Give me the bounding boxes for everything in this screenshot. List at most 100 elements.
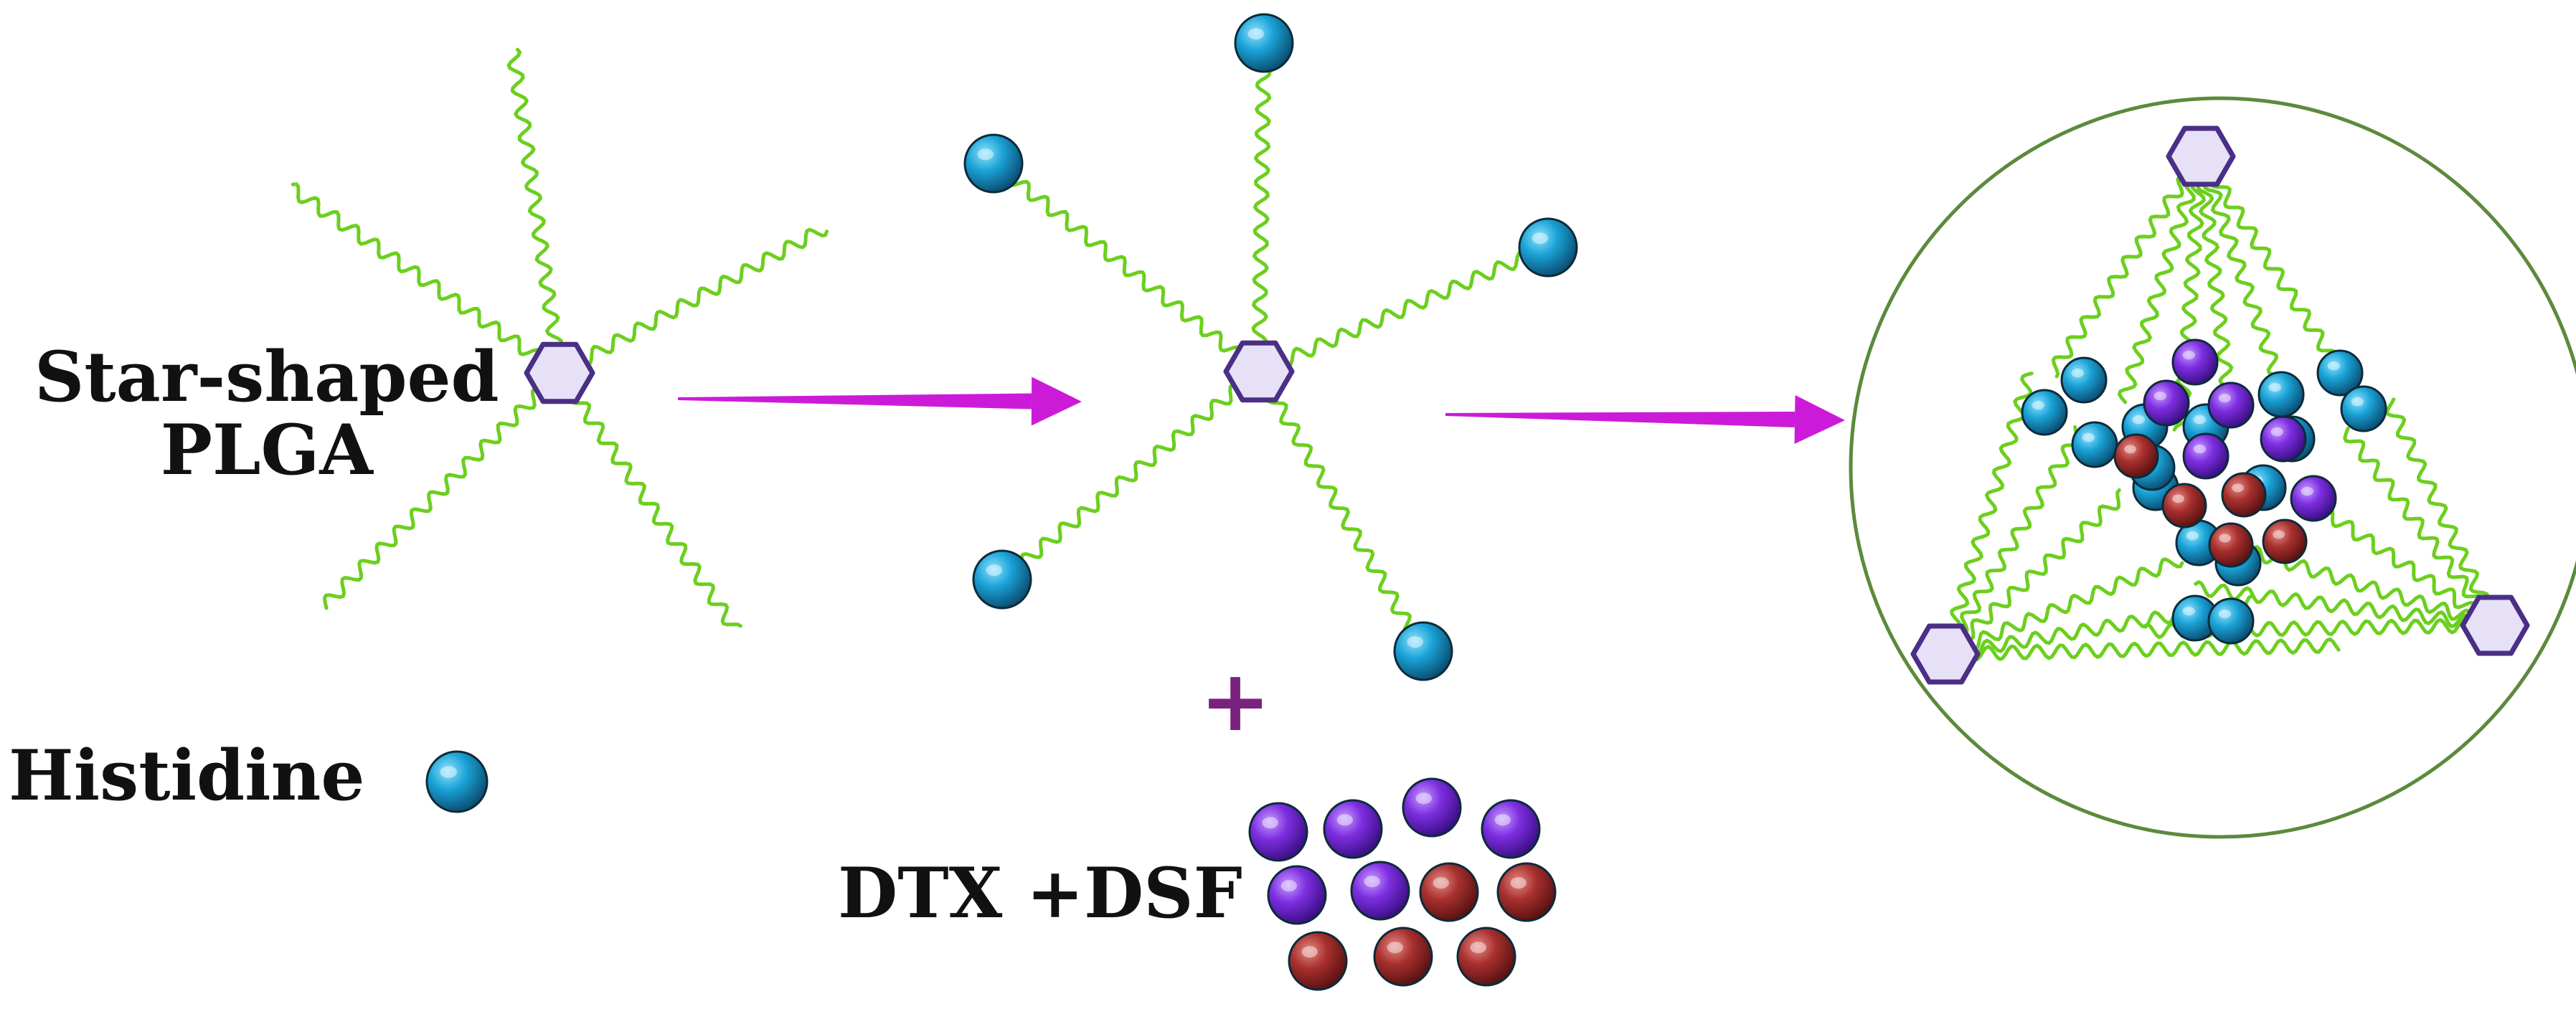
star-label-line1: Star-shaped (34, 336, 499, 417)
micelle-dtx-3-shine (2218, 393, 2232, 403)
micelle-chain-16 (2194, 580, 2497, 632)
polymer-chains (291, 41, 2501, 663)
micelle-histidine-9-shine (2327, 361, 2341, 371)
micelle-histidine-7-body (2257, 371, 2305, 418)
micelle-chain-11 (1943, 371, 2034, 656)
micelle-histidine-2-shine (2071, 368, 2085, 378)
dtx-particle-5-body (1267, 865, 1327, 925)
plus-sign-glyph: + (1200, 651, 1271, 750)
micelle-dsf-1 (2113, 433, 2159, 479)
micelle-histidine-7 (2257, 371, 2305, 418)
dtx-particle-3-body (1402, 777, 1462, 838)
micelle-histidine-3-body (2071, 421, 2118, 468)
micelle-core-left (1910, 623, 1981, 685)
plus-sign: + (1200, 651, 1271, 750)
micelle-dtx-1-body (2171, 338, 2219, 386)
particles (425, 13, 2387, 991)
arrow-to-conjugate-head (1031, 376, 1082, 426)
micelle-dsf-4-body (2208, 522, 2254, 568)
dtx-particle-1-shine (1262, 817, 1279, 829)
micelle-chain-3 (2193, 154, 2239, 421)
conjugate-histidine-5-body (1393, 621, 1453, 681)
plga-arm-2 (291, 182, 562, 375)
micelle-chain-5 (2051, 154, 2203, 379)
histidine-legend-ball-shine (440, 766, 457, 778)
dsf-particle-4 (1373, 927, 1433, 987)
dtx-particle-6-shine (1364, 876, 1381, 888)
micelle-dtx-3 (2207, 382, 2255, 429)
drug-label: DTX +DSF (838, 853, 1242, 934)
conjugate-arm-1 (1251, 41, 1273, 374)
micelle-chain-13 (2343, 427, 2499, 627)
micelle-histidine-1 (2021, 389, 2068, 436)
conjugate-histidine-3-shine (1532, 232, 1548, 245)
micelle-histidine-3 (2071, 421, 2118, 468)
micelle-chain-14 (2310, 496, 2497, 627)
conjugate-arm-3 (1257, 241, 1549, 377)
conjugate-histidine-1-body (1234, 13, 1294, 73)
micelle-dtx-5 (2260, 415, 2307, 463)
micelle-chain-9 (1943, 557, 2184, 660)
dsf-particle-2-shine (1510, 877, 1527, 889)
micelle-histidine-9 (2316, 349, 2364, 397)
conjugate-histidine-2 (963, 133, 1024, 194)
dtx-particle-5 (1267, 865, 1327, 925)
dsf-particle-3-body (1288, 931, 1348, 991)
dtx-particle-5-shine (1280, 880, 1298, 892)
dsf-particle-2 (1496, 862, 1557, 922)
micelle-chain-12 (1943, 637, 2341, 663)
micelle-dsf-2-body (2161, 483, 2207, 529)
dtx-particle-4 (1481, 799, 1541, 859)
micelle-histidine-3-shine (2082, 432, 2095, 442)
conjugate-histidine-5-shine (1407, 636, 1424, 648)
conjugate-histidine-1-shine (1247, 28, 1265, 40)
micelle-dtx-1-shine (2182, 350, 2196, 360)
micelle-dtx-4-body (2182, 432, 2230, 480)
micelle-dsf-1-shine (2124, 445, 2137, 454)
micelle-histidine-9-body (2316, 349, 2364, 397)
micelle-dtx-5-body (2260, 415, 2307, 463)
dtx-particle-2 (1323, 799, 1383, 859)
micelle-core-right (2460, 594, 2530, 656)
histidine-legend-ball-body (425, 750, 489, 813)
micelle-dsf-3-body (2221, 472, 2267, 518)
plga-arm-3 (557, 227, 829, 378)
dtx-particle-4-shine (1494, 814, 1511, 826)
dsf-particle-1 (1419, 862, 1479, 922)
micelle-histidine-1-body (2021, 389, 2068, 436)
dsf-particle-5 (1456, 927, 1516, 987)
micelle-dtx-6-shine (2301, 486, 2314, 496)
micelle-dsf-2 (2161, 483, 2207, 529)
micelle-dtx-4 (2182, 432, 2230, 480)
micelle-dtx-6-body (2290, 475, 2337, 522)
dsf-particle-1-shine (1433, 877, 1450, 889)
arrow-to-conjugate-shaft (678, 393, 1032, 409)
micelle-histidine-12-shine (2186, 531, 2199, 541)
dtx-particle-4-body (1481, 799, 1541, 859)
micelle-dsf-3 (2221, 472, 2267, 518)
dtx-particle-1 (1248, 802, 1308, 862)
micelle-histidine-15-body (2207, 597, 2255, 645)
dtx-particle-6 (1350, 861, 1410, 921)
micelle-chain-1 (2118, 154, 2204, 404)
arrow-to-micelle (1445, 395, 1845, 444)
conjugate-core-hexagon (1223, 340, 1295, 403)
dsf-particle-1-body (1419, 862, 1479, 922)
conjugate-histidine-3 (1518, 217, 1578, 278)
micelle-dtx-6 (2290, 475, 2337, 522)
micelle-histidine-4-shine (2132, 415, 2146, 425)
plga-cores (524, 125, 2530, 685)
micelle-histidine-6-shine (2193, 415, 2207, 425)
micelle-dsf-1-body (2113, 433, 2159, 479)
micelle-dsf-4 (2208, 522, 2254, 568)
dsf-particle-2-body (1496, 862, 1557, 922)
micelle-histidine-10-body (2340, 385, 2387, 432)
micelle-dtx-2 (2143, 379, 2190, 427)
dsf-particle-5-shine (1470, 942, 1486, 954)
micelle-dsf-5-body (2262, 518, 2308, 564)
histidine-label: Histidine (9, 735, 365, 816)
micelle-histidine-10 (2340, 385, 2387, 432)
conjugate-histidine-2-body (963, 133, 1024, 194)
